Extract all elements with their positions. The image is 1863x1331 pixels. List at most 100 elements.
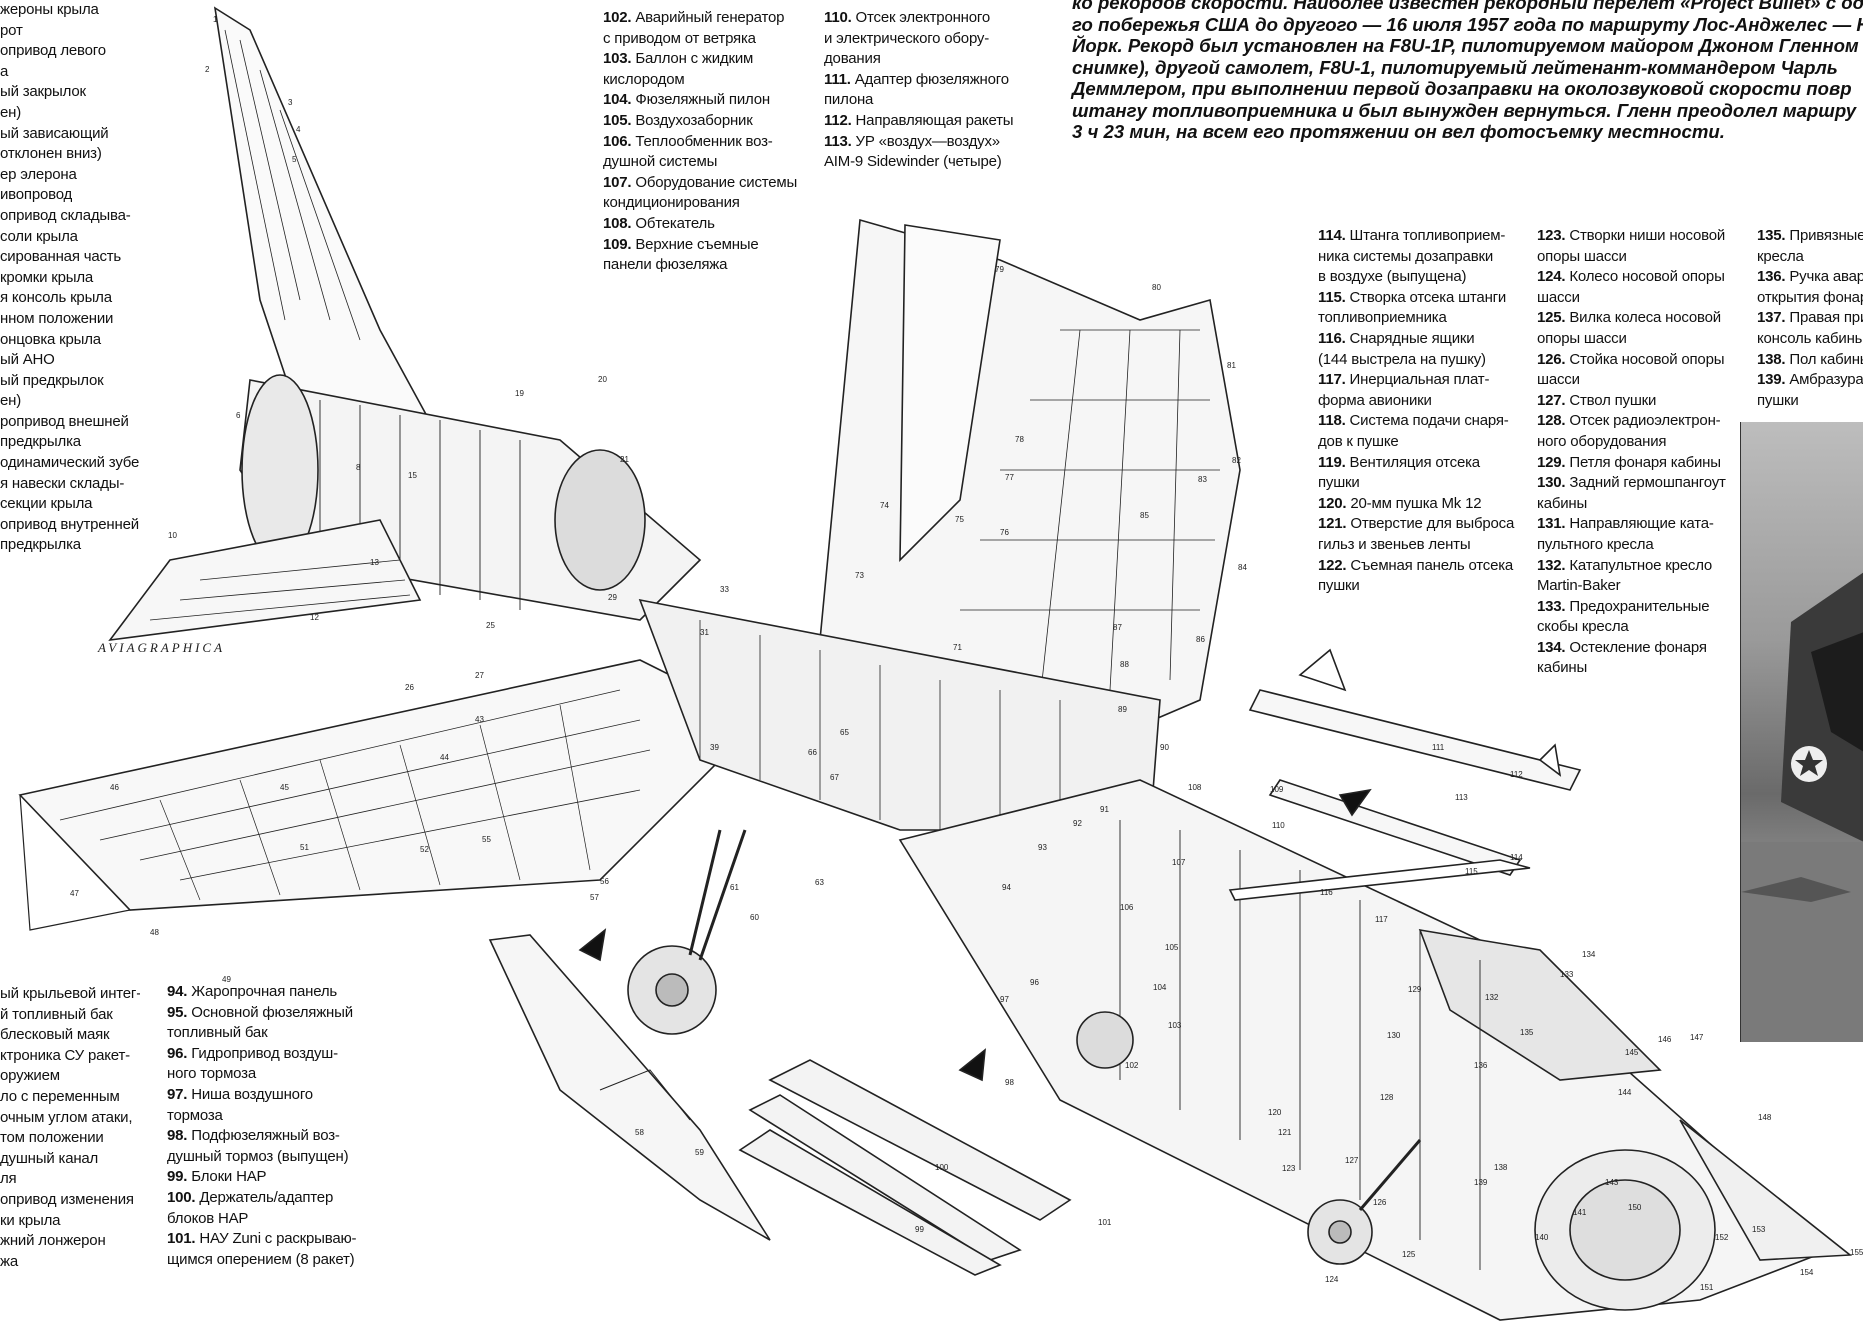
legend-item-text: шасси — [1537, 288, 1580, 306]
callout-number: 84 — [1238, 563, 1247, 572]
legend-item-number: 106. — [603, 132, 636, 150]
legend-item-text: кислородом — [603, 70, 685, 88]
legend-item-number: 121. — [1318, 515, 1351, 533]
callout-number: 152 — [1715, 1233, 1729, 1242]
legend-item-text: душный канал — [0, 1149, 99, 1167]
legend-item-number: 129. — [1537, 453, 1570, 471]
legend-item: 94. Жаропрочная панель — [167, 982, 356, 1003]
legend-item-text: ен) — [0, 392, 22, 410]
callout-number: 106 — [1120, 903, 1134, 912]
legend-item-number: 98. — [167, 1127, 192, 1145]
legend-item-text: Оборудование системы — [635, 173, 798, 191]
legend-item-text: ивопровод — [0, 186, 73, 204]
legend-item-text: опоры шасси — [1537, 247, 1627, 265]
legend-item: опривод внутренней — [0, 515, 140, 536]
callout-number: 56 — [600, 877, 609, 886]
callout-number: 147 — [1690, 1033, 1704, 1042]
callout-number: 93 — [1038, 843, 1047, 852]
legend-item: секции крыла — [0, 494, 140, 515]
legend-item: ый АНО — [0, 350, 140, 371]
legend-item-number: 134. — [1537, 638, 1570, 656]
legend-item-text: Вилка колеса носовой — [1569, 309, 1721, 327]
legend-114-122: 114. Штанга топливоприем-ника системы до… — [1318, 226, 1514, 597]
callout-number: 83 — [1198, 475, 1207, 484]
legend-item-text: жа — [0, 1252, 18, 1270]
legend-item-text: оружием — [0, 1067, 60, 1085]
legend-item-number: 103. — [603, 50, 636, 68]
callout-number: 145 — [1625, 1048, 1639, 1057]
legend-item: 127. Ствол пушки — [1537, 391, 1726, 412]
legend-item-text: Адаптер фюзеляжного — [854, 70, 1009, 88]
legend-item-text: Ручка авари — [1789, 268, 1863, 286]
legend-item-number: 119. — [1318, 453, 1350, 471]
legend-item: консоль кабины — [1757, 329, 1863, 350]
legend-item-number: 99. — [167, 1168, 192, 1186]
legend-item: 138. Пол кабины — [1757, 350, 1863, 371]
headline-line: Йорк. Рекорд был установлен на F8U-1P, п… — [1072, 35, 1859, 56]
legend-item-text: Martin-Baker — [1537, 577, 1621, 595]
legend-item-number: 116. — [1318, 329, 1350, 347]
callout-number: 81 — [1227, 361, 1236, 370]
legend-item: 105. Воздухозаборник — [603, 111, 797, 132]
callout-number: 59 — [695, 1148, 704, 1157]
callout-number: 155 — [1850, 1248, 1863, 1257]
callout-number: 66 — [808, 748, 817, 757]
callout-number: 73 — [855, 571, 864, 580]
headline-line: ко рекордов скорости. Наиболее известен … — [1072, 0, 1863, 13]
legend-item: и электрического обору- — [824, 29, 1013, 50]
callout-number: 27 — [475, 671, 484, 680]
legend-item: 113. УР «воздух—воздух» — [824, 132, 1013, 153]
legend-item: 118. Система подачи снаря- — [1318, 411, 1514, 432]
callout-number: 77 — [1005, 473, 1014, 482]
legend-item: 126. Стойка носовой опоры — [1537, 350, 1726, 371]
legend-item: пушки — [1757, 391, 1863, 412]
legend-item-text: Обтекатель — [635, 214, 715, 232]
legend-item-text: Ствол пушки — [1569, 391, 1657, 409]
arrow-icon — [578, 788, 1372, 1082]
legend-item: 139. Амбразура — [1757, 370, 1863, 391]
legend-item: блесковый маяк — [0, 1025, 140, 1046]
callout-number: 146 — [1658, 1035, 1672, 1044]
aircraft-photo — [1740, 422, 1863, 1042]
legend-item-text: открытия фонаря — [1757, 288, 1863, 306]
legend-item-number: 132. — [1537, 556, 1570, 574]
legend-item: топливоприемника — [1318, 308, 1514, 329]
legend-item: ен) — [0, 391, 140, 412]
callout-number: 97 — [1000, 995, 1009, 1004]
callout-number: 3 — [288, 98, 293, 107]
legend-item-text: Стойка носовой опоры — [1569, 350, 1725, 368]
legend-item: 123. Створки ниши носовой — [1537, 226, 1726, 247]
legend-item-number: 111. — [824, 70, 855, 88]
legend-item: тормоза — [167, 1106, 356, 1127]
legend-item: а — [0, 62, 140, 83]
legend-item-text: я навески склады- — [0, 474, 125, 492]
legend-item-text: пушки — [1757, 391, 1799, 409]
legend-item-number: 94. — [167, 983, 192, 1000]
callout-number: 63 — [815, 878, 824, 887]
legend-item: 103. Баллон с жидким — [603, 49, 797, 70]
legend-item: 136. Ручка авари — [1757, 267, 1863, 288]
callout-number: 48 — [150, 928, 159, 937]
legend-item-number: 109. — [603, 235, 636, 253]
legend-item-text: соли крыла — [0, 227, 78, 245]
legend-item: ер элерона — [0, 165, 140, 186]
legend-item: 98. Подфюзеляжный воз- — [167, 1126, 356, 1147]
legend-item-text: Отверстие для выброса — [1350, 515, 1515, 533]
legend-item-text: Инерциальная плат- — [1349, 371, 1490, 389]
legend-item-text: и электрического обору- — [824, 29, 990, 47]
legend-item: пилона — [824, 90, 1013, 111]
legend-item: душный тормоз (выпущен) — [167, 1147, 356, 1168]
legend-item: кондиционирования — [603, 193, 797, 214]
legend-item-text: Основной фюзеляжный — [191, 1003, 353, 1021]
legend-item-text: 20-мм пушка Mk 12 — [1350, 494, 1482, 512]
legend-item: нном положении — [0, 309, 140, 330]
legend-item: опоры шасси — [1537, 247, 1726, 268]
legend-item-text: тормоза — [167, 1106, 223, 1124]
legend-item-text: дов к пушке — [1318, 432, 1399, 450]
legend-item: душной системы — [603, 152, 797, 173]
callout-number: 148 — [1758, 1113, 1772, 1122]
legend-item-number: 139. — [1757, 371, 1790, 389]
legend-item-number: 100. — [167, 1188, 200, 1206]
